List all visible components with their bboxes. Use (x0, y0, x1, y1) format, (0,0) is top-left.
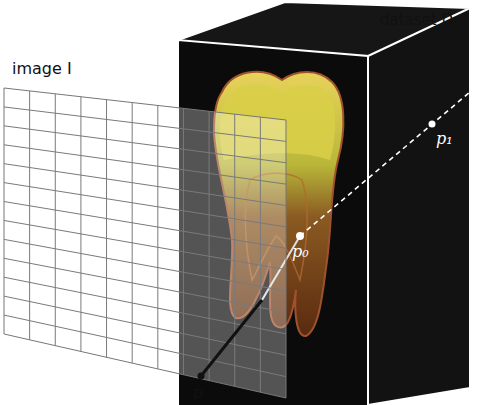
grid-line (4, 107, 286, 141)
image-plane (4, 88, 286, 398)
grid-line (80, 97, 81, 352)
cube-side-face (368, 8, 470, 405)
grid-line (260, 117, 261, 392)
sample-point (296, 232, 304, 240)
grid-line (4, 296, 286, 355)
plane-fill (4, 88, 286, 398)
grid-line (29, 91, 30, 340)
grid-line (4, 202, 286, 249)
grid-line (106, 100, 107, 358)
point-label: p₀ (292, 243, 309, 261)
ray-start (201, 300, 262, 376)
dataset-label: dataset D (380, 12, 453, 29)
pixel-point (198, 373, 205, 380)
grid-line (4, 145, 286, 184)
grid-line (234, 114, 235, 386)
grid-line (4, 183, 286, 227)
plane-label: image I (12, 60, 72, 78)
grid-line (4, 239, 286, 291)
grid-line (183, 108, 184, 374)
grid-line (4, 126, 286, 163)
grid-line (132, 103, 133, 364)
point-label: p (193, 384, 203, 402)
point-label: p₁ (436, 130, 453, 148)
grid-line (4, 164, 286, 206)
grid-line (157, 105, 158, 368)
grid-line (4, 220, 286, 269)
sample-point (429, 121, 436, 128)
cube-top-face (178, 2, 470, 56)
grid-line (209, 111, 210, 380)
ray-dashed (300, 92, 470, 236)
grid-line (55, 94, 56, 346)
